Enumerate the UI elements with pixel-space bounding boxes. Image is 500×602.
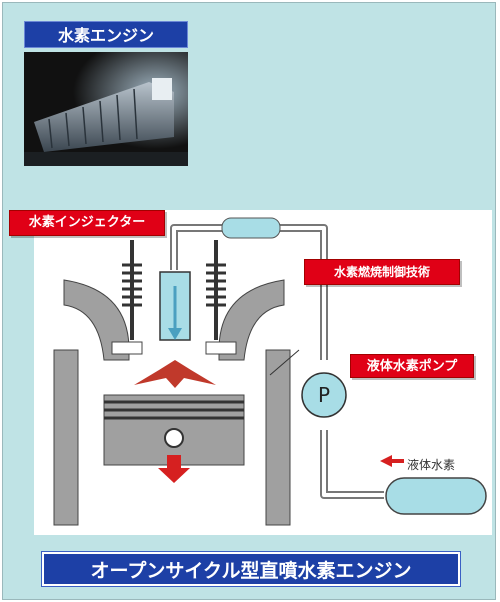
engine-title: 水素エンジン	[24, 21, 188, 48]
leader-line	[269, 349, 300, 376]
pump-label: 液体水素ポンプ	[350, 354, 474, 378]
injector-label: 水素インジェクター	[9, 210, 165, 236]
combustion-burst	[134, 360, 216, 388]
combustion-control-label: 水素燃焼制御技術	[304, 259, 460, 285]
engine-diagram: P	[34, 210, 492, 535]
bottom-title: オープンサイクル型直噴水素エンジン	[41, 551, 461, 587]
pump-circle	[301, 372, 347, 418]
piston-down-arrow	[158, 455, 190, 483]
liquid-flow-arrow	[380, 455, 404, 467]
filter-capsule	[221, 217, 281, 239]
engine-photo-graphic	[24, 52, 188, 166]
liquid-hydrogen-label: 液体水素	[407, 458, 456, 472]
liquid-hydrogen-tank	[385, 477, 487, 515]
engine-cross-section: P	[53, 217, 487, 526]
pump-symbol: P	[318, 383, 330, 407]
engine-photo	[24, 52, 188, 166]
